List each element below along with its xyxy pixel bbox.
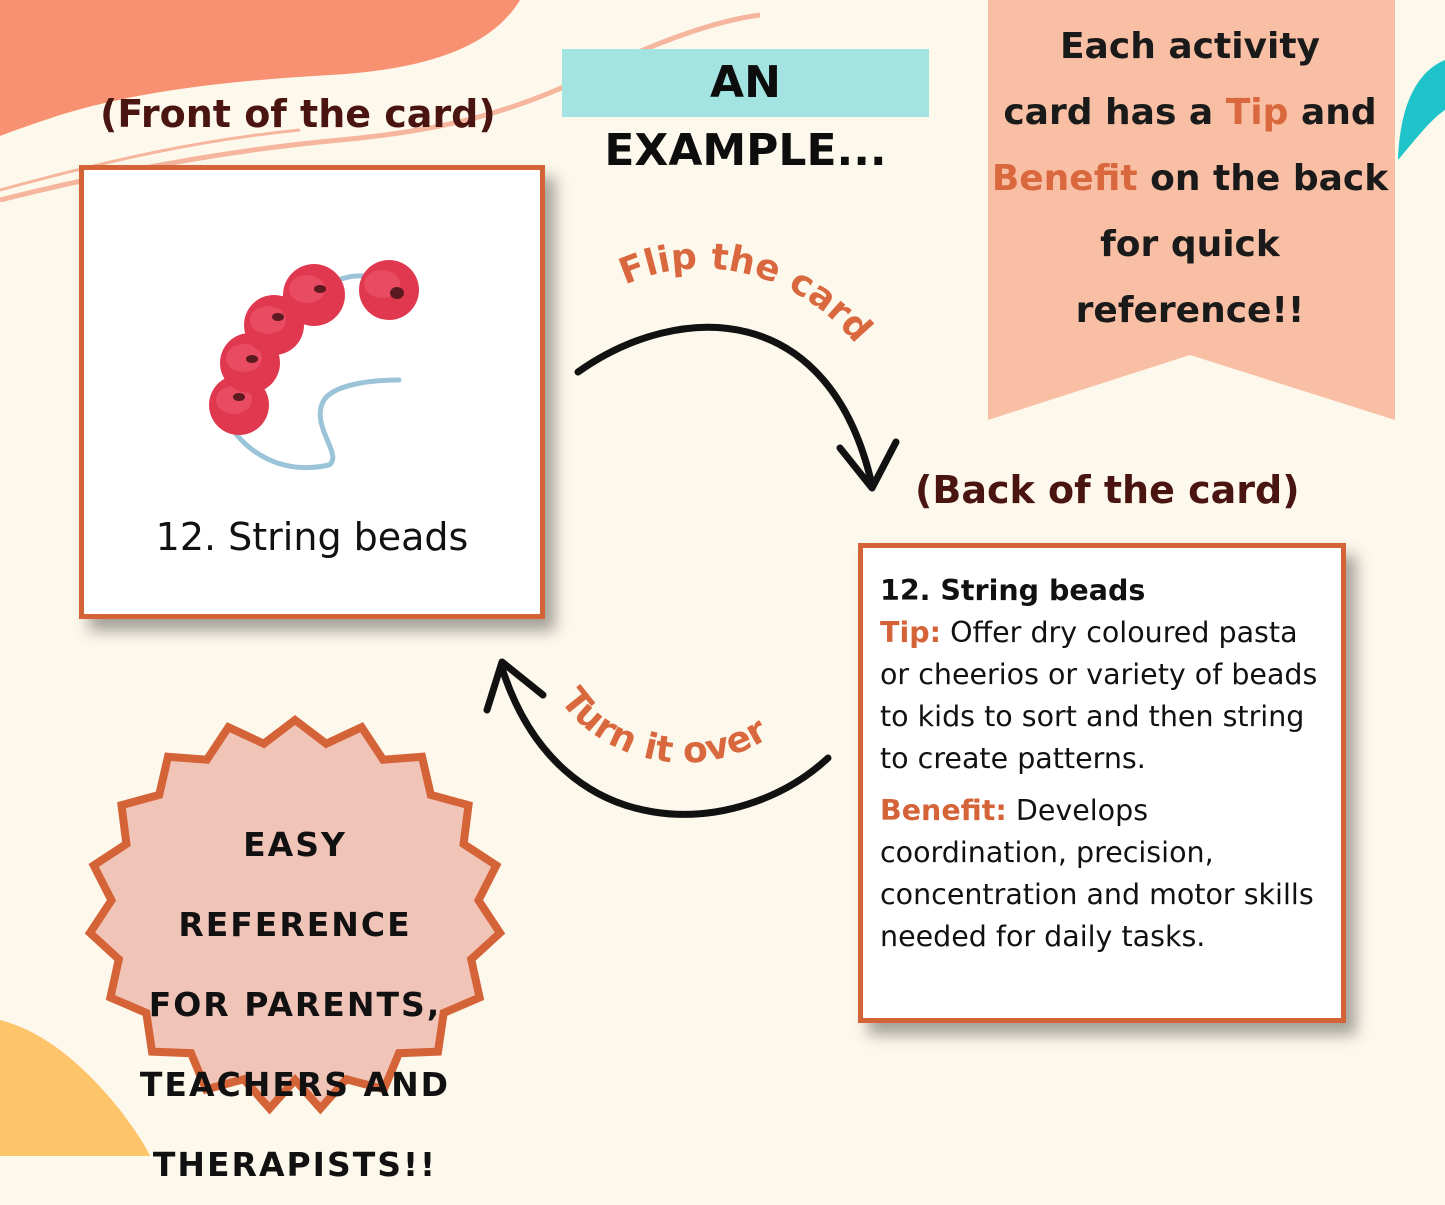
turn-arrow-curve — [498, 664, 832, 818]
info-banner: Each activity card has a Tip and Benefit… — [990, 14, 1390, 344]
banner-shape — [988, 0, 1395, 420]
back-card-label: (Back of the card) — [915, 468, 1300, 512]
badge-text: EASY REFERENCE FOR PARENTS, TEACHERS AND… — [120, 805, 470, 1205]
yellow-blob — [0, 1020, 150, 1156]
benefit-label: Benefit: — [880, 794, 1007, 827]
page-heading: AN EXAMPLE... — [562, 49, 929, 176]
background-decoration: Flip the card Turn it over — [0, 0, 1445, 1156]
banner-tip-word: Tip — [1225, 92, 1289, 133]
back-card-title: 12. String beads — [880, 574, 1146, 607]
tip-label: Tip: — [880, 616, 942, 649]
badge-line: EASY REFERENCE — [178, 825, 412, 944]
back-card-content: 12. String beads Tip: Offer dry coloured… — [880, 570, 1330, 958]
flip-arrow-head — [836, 438, 900, 492]
front-card: 12. String beads — [79, 165, 545, 619]
salmon-blob — [0, 0, 520, 136]
banner-benefit-word: Benefit — [991, 158, 1138, 199]
banner-line: card has a Tip and — [1003, 92, 1377, 133]
back-card: 12. String beads Tip: Offer dry coloured… — [858, 543, 1346, 1023]
badge-line: TEACHERS AND — [139, 1065, 451, 1104]
banner-line: Each activity — [1059, 26, 1321, 67]
badge-line: THERAPISTS!! — [152, 1145, 438, 1184]
bead — [283, 264, 345, 326]
string-beads-illustration — [209, 260, 419, 471]
banner-line: Benefit on the back — [991, 158, 1389, 199]
benefit-text: Develops coordination, precision, concen… — [880, 794, 1314, 953]
tip-paragraph: Tip: Offer dry coloured pasta or cheerio… — [880, 612, 1330, 780]
badge-line: FOR PARENTS, — [148, 985, 442, 1024]
tip-text: Offer dry coloured pasta or cheerios or … — [880, 616, 1318, 775]
turn-arrow-head — [483, 658, 547, 714]
swirl-line — [0, 128, 301, 192]
teal-blob — [1398, 60, 1445, 160]
flip-arrow-curve — [574, 323, 876, 489]
benefit-paragraph: Benefit: Develops coordination, precisio… — [880, 790, 1330, 958]
turn-arrow-label: Turn it over — [553, 680, 775, 772]
badge-starburst — [84, 714, 506, 1115]
banner-line: reference!! — [1075, 290, 1305, 331]
banner-line: for quick — [1100, 224, 1280, 265]
front-card-label: (Front of the card) — [100, 92, 496, 136]
bead — [359, 260, 419, 320]
front-card-caption: 12. String beads — [155, 515, 469, 559]
